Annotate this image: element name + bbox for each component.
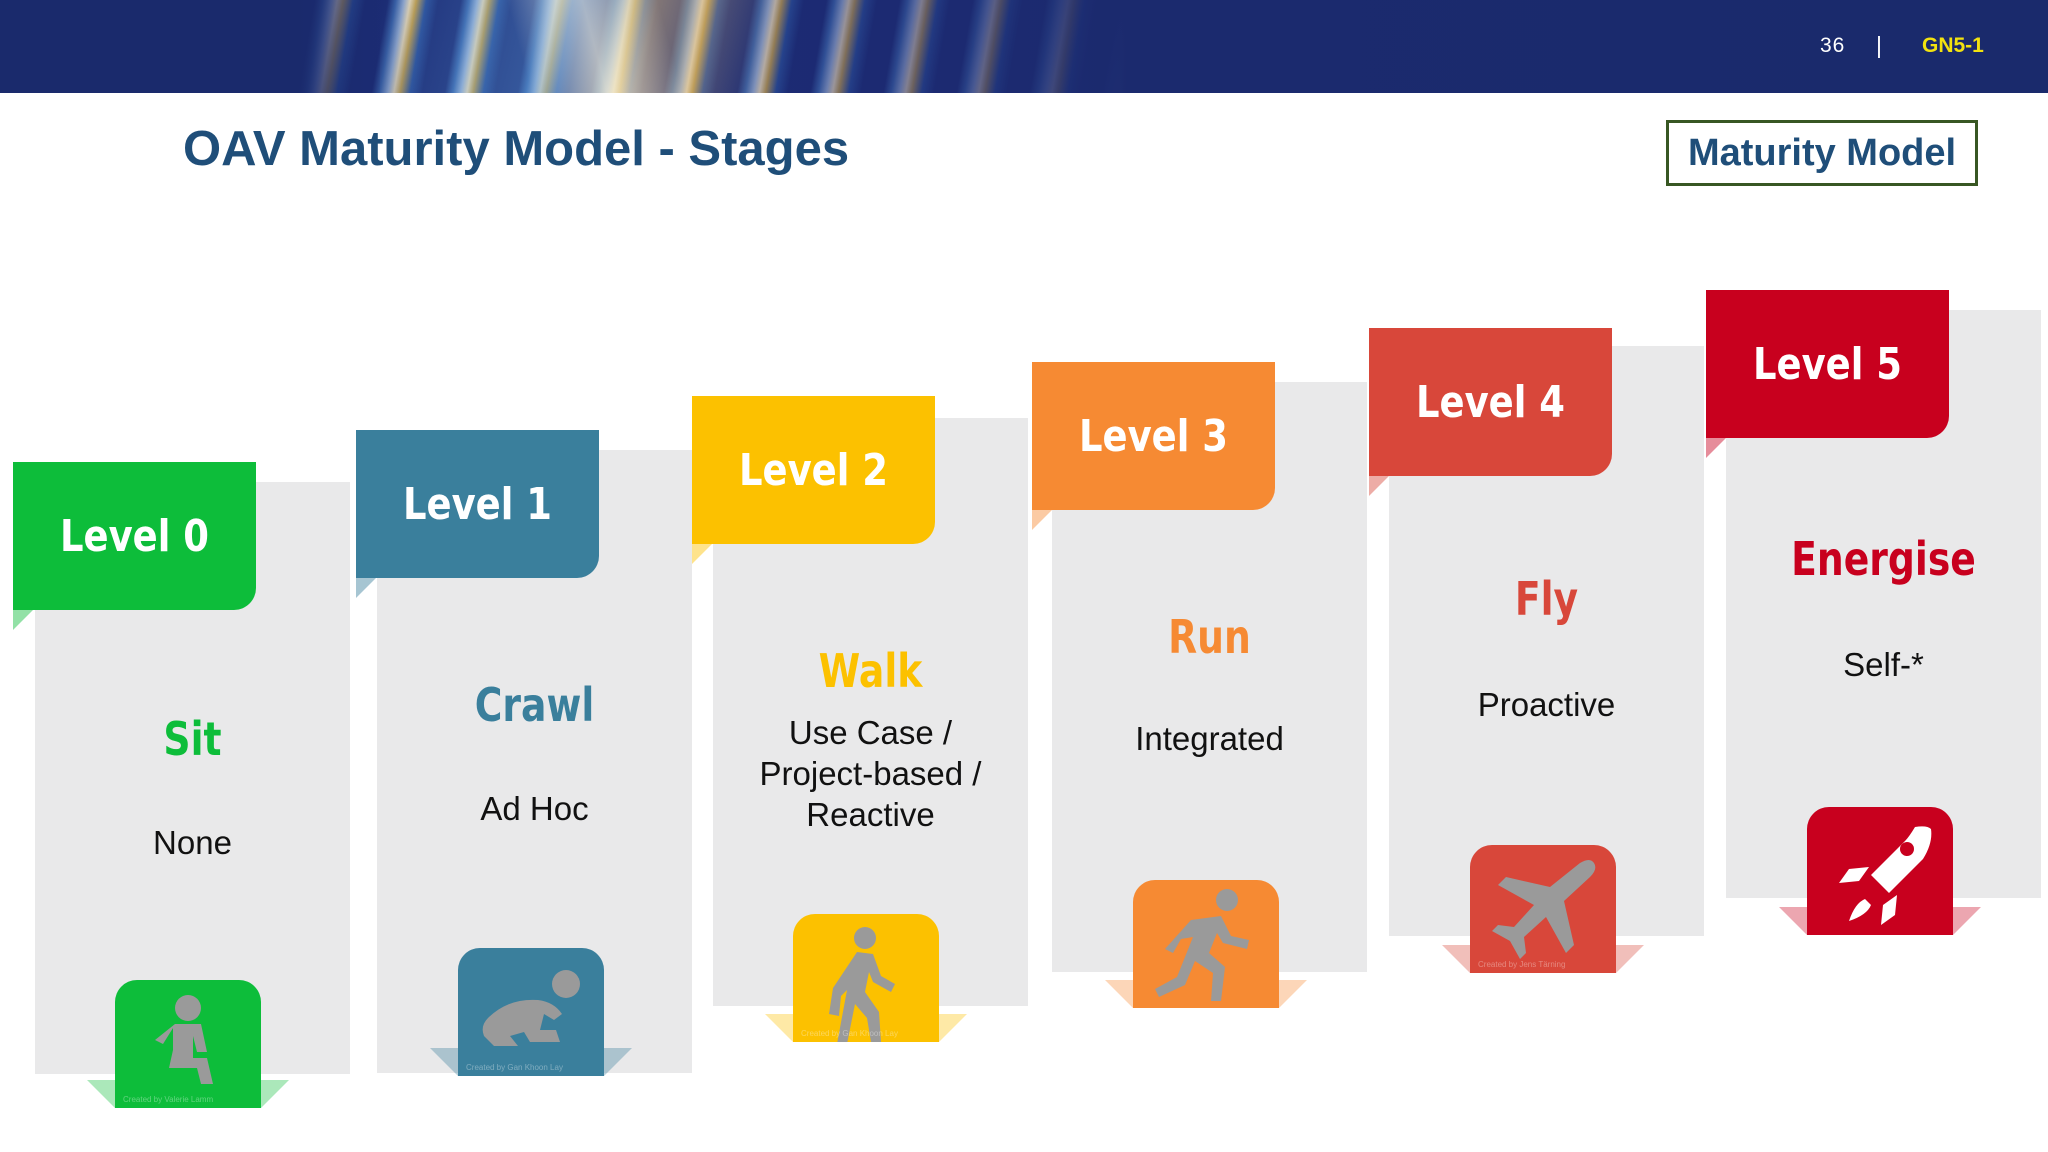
description-line: Ad Hoc	[480, 790, 589, 827]
description-line: Project-based /	[759, 755, 982, 792]
level-label: Level 0	[59, 510, 210, 562]
fold-corner	[356, 578, 376, 598]
level-header: Level 5	[1706, 290, 1949, 438]
stage-icon-box	[1133, 880, 1279, 1008]
sitting-child-icon	[155, 995, 213, 1084]
stage-description: Use Case / Project-based / Reactive	[713, 712, 1028, 835]
description-line: Reactive	[806, 796, 935, 833]
fold-corner	[1369, 476, 1389, 496]
icon-base-wing	[1279, 980, 1307, 1008]
section-tag: Maturity Model	[1666, 120, 1978, 186]
stage-icon-box: Created by Gan Khoon Lay	[458, 948, 604, 1076]
header-separator: |	[1876, 32, 1882, 58]
stage-description: Self-*	[1726, 644, 2041, 685]
stage-name: Walk	[818, 644, 923, 698]
stage-icon-box	[1807, 807, 1953, 935]
stage-name: Crawl	[474, 678, 595, 732]
description-line: Self-*	[1843, 646, 1924, 683]
icon-base-wing	[765, 1014, 793, 1042]
stage-name: Run	[1168, 610, 1251, 664]
level-label: Level 4	[1415, 376, 1566, 428]
description-line: Use Case /	[788, 714, 953, 751]
stage-description: None	[35, 822, 350, 863]
level-label: Level 5	[1752, 338, 1903, 390]
icon-base-wing	[430, 1048, 458, 1076]
stage-description: Integrated	[1052, 718, 1367, 759]
level-header: Level 1	[356, 430, 599, 578]
airplane-icon	[1492, 860, 1596, 959]
level-header: Level 3	[1032, 362, 1275, 510]
walking-person-icon	[829, 927, 895, 1042]
slide-number: 36	[1820, 34, 1846, 57]
stage-name: Energise	[1791, 532, 1976, 586]
stage-icon-box: Created by Gan Khoon Lay	[793, 914, 939, 1042]
stage-description: Ad Hoc	[377, 788, 692, 829]
stage-icon-box: Created by Jens Tärning	[1470, 845, 1616, 973]
description-line: Integrated	[1135, 720, 1284, 757]
description-line: None	[153, 824, 232, 861]
icon-credit: Created by Gan Khoon Lay	[466, 1063, 563, 1072]
icon-base-wing	[939, 1014, 967, 1042]
fold-corner	[1706, 438, 1726, 458]
stage-name: Fly	[1514, 572, 1579, 626]
icon-base-wing	[1105, 980, 1133, 1008]
level-label: Level 2	[738, 444, 889, 496]
level-label: Level 1	[402, 478, 553, 530]
icon-base-wing	[604, 1048, 632, 1076]
slide-title: OAV Maturity Model - Stages	[183, 122, 850, 176]
crawling-baby-icon	[482, 970, 580, 1046]
icon-credit: Created by Valerie Lamm	[123, 1095, 214, 1104]
description-line: Proactive	[1477, 686, 1616, 723]
stage-description: Proactive	[1389, 684, 1704, 725]
fold-corner	[13, 610, 33, 630]
top-banner	[0, 0, 2048, 93]
running-person-icon	[1155, 889, 1249, 1001]
level-header: Level 2	[692, 396, 935, 544]
level-header: Level 0	[13, 462, 256, 610]
fold-corner	[692, 544, 712, 564]
level-header: Level 4	[1369, 328, 1612, 476]
fold-corner	[1032, 510, 1052, 530]
icon-base-wing	[1779, 907, 1807, 935]
icon-base-wing	[1953, 907, 1981, 935]
rocket-icon	[1839, 826, 1932, 925]
icon-base-wing	[1442, 945, 1470, 973]
icon-base-wing	[1616, 945, 1644, 973]
icon-credit: Created by Jens Tärning	[1478, 960, 1566, 969]
level-label: Level 3	[1078, 410, 1229, 462]
icon-credit: Created by Gan Khoon Lay	[801, 1029, 898, 1038]
stage-name: Sit	[163, 712, 222, 766]
icon-base-wing	[87, 1080, 115, 1108]
icon-base-wing	[261, 1080, 289, 1108]
stage-icon-box: Created by Valerie Lamm	[115, 980, 261, 1108]
document-code: GN5-1	[1922, 34, 1984, 57]
